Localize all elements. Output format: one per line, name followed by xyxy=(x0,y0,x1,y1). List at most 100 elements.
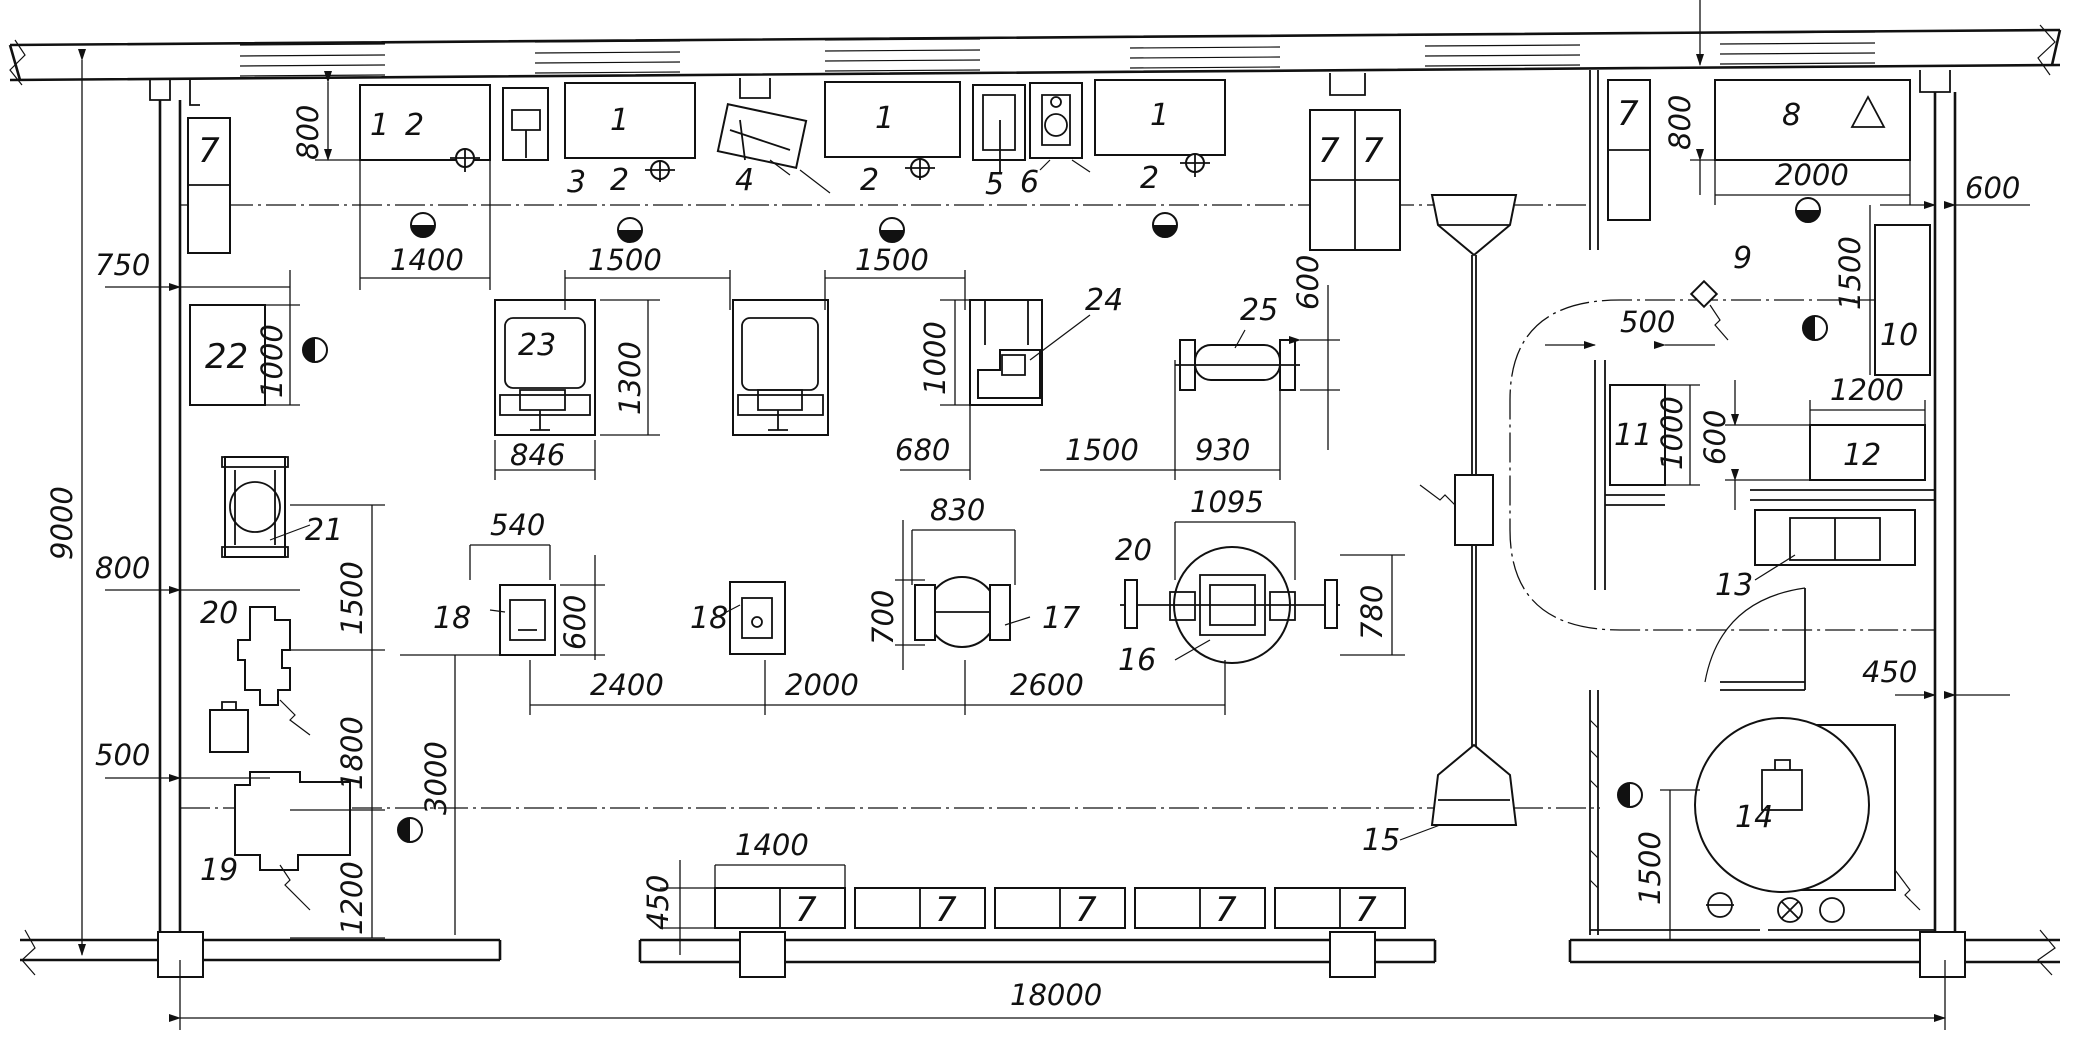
stand-18-a: 18 xyxy=(433,584,556,656)
equipment-label-19: 19 xyxy=(200,853,238,888)
device-13: 13 xyxy=(1715,509,1916,603)
dim-1500-21: 1500 xyxy=(335,561,369,635)
equipment-label-1: 1 xyxy=(1150,98,1169,133)
machine-24: 24 xyxy=(969,283,1123,406)
stand-17: 17 xyxy=(914,576,1080,648)
vice-2-c: 2 xyxy=(860,158,935,198)
press-19: 19 xyxy=(200,771,351,911)
dim-20: 20 xyxy=(1115,533,1152,567)
equipment-label-1: 1 xyxy=(875,101,894,136)
equipment-label-22: 22 xyxy=(205,337,248,377)
equipment-label-25: 25 xyxy=(1240,293,1278,328)
dim-500-right: 500 xyxy=(1620,305,1675,339)
equipment-label-1: 1 xyxy=(610,103,629,138)
equipment-label-7: 7 xyxy=(1318,131,1340,171)
dim-800-top: 800 xyxy=(291,105,325,160)
equipment-label-13: 13 xyxy=(1715,568,1753,603)
stand-21: 21 xyxy=(221,456,343,558)
dim-1000-22: 1000 xyxy=(255,324,289,398)
equipment-label-2: 2 xyxy=(405,108,424,143)
press-5: 5 xyxy=(972,84,1026,202)
dim-1500-10: 1500 xyxy=(1833,236,1867,310)
stand-16: 16 xyxy=(1118,546,1340,678)
dim-18000: 18000 xyxy=(1010,978,1102,1012)
dim-700: 700 xyxy=(866,590,900,645)
dim-1500-b: 1500 xyxy=(855,243,929,277)
dim-540: 540 xyxy=(490,508,545,542)
equipment-label-12: 12 xyxy=(1843,438,1881,473)
equipment-label-5: 5 xyxy=(985,167,1004,202)
equipment-label-9: 9 xyxy=(1733,241,1752,276)
equipment-label-7: 7 xyxy=(795,890,817,930)
dim-1800: 1800 xyxy=(335,716,369,790)
dim-2600: 2600 xyxy=(1010,668,1084,702)
vice-2-a: 2 xyxy=(405,108,480,172)
equipment-label-20: 20 xyxy=(200,596,238,631)
partition-walls xyxy=(1509,70,1935,935)
equipment-label-24: 24 xyxy=(1085,283,1123,318)
equipment-label-21: 21 xyxy=(305,513,343,548)
equipment-label-23: 23 xyxy=(518,328,556,363)
workbench-1-d: 1 xyxy=(1094,79,1226,156)
equipment-label-8: 8 xyxy=(1782,98,1801,133)
dim-1500-a: 1500 xyxy=(588,243,662,277)
equipment-label-2: 2 xyxy=(860,163,879,198)
machine-23-twin xyxy=(732,299,829,436)
equipment-label-4: 4 xyxy=(735,163,754,198)
machine-23: 23 xyxy=(494,299,596,436)
equipment-label-14: 14 xyxy=(1735,800,1773,835)
dim-780: 780 xyxy=(1355,585,1389,640)
equipment-label-3: 3 xyxy=(567,165,586,200)
equipment-label-7: 7 xyxy=(1075,890,1097,930)
rack-11: 11 xyxy=(1609,384,1666,486)
dim-1400-top: 1400 xyxy=(390,243,464,277)
dim-1200-right: 1200 xyxy=(1830,373,1904,407)
equipment-label-6: 6 xyxy=(1020,165,1039,200)
dim-600-18: 600 xyxy=(558,595,592,650)
dim-2000-mid: 2000 xyxy=(785,668,859,702)
cabinet-7-right: 7 xyxy=(1607,79,1651,221)
dim-846: 846 xyxy=(510,438,565,472)
dim-450-right: 450 xyxy=(1862,655,1917,689)
dim-2000-right: 2000 xyxy=(1775,158,1849,192)
hoist-15: 15 xyxy=(1362,194,1518,858)
dim-750: 750 xyxy=(95,248,150,282)
centre-lines xyxy=(180,204,1600,809)
cabinet-7-mid: 7 7 xyxy=(1309,109,1401,251)
machine-25: 25 xyxy=(1175,293,1300,391)
lamp-markers xyxy=(302,197,1828,843)
dim-930: 930 xyxy=(1195,433,1250,467)
dim-1200-left: 1200 xyxy=(335,861,369,935)
furnace-14: 14 xyxy=(1694,587,1921,923)
workbench-1-a: 1 xyxy=(359,84,491,161)
dim-2400: 2400 xyxy=(590,668,664,702)
drill-3: 3 xyxy=(502,87,586,200)
workbench-1-b: 1 xyxy=(564,82,696,159)
workbench-1-c: 1 xyxy=(824,81,961,158)
dim-1500-c: 1500 xyxy=(1065,433,1139,467)
dimension-labels: 9000 18000 800 1400 1500 1500 1300 846 1… xyxy=(45,95,2020,1012)
machine-20-left: 20 xyxy=(200,596,311,753)
equipment-label-7: 7 xyxy=(1215,890,1237,930)
dim-1095: 1095 xyxy=(1190,485,1264,519)
sharpener-6: 6 xyxy=(1020,82,1091,200)
dim-1400-bottom: 1400 xyxy=(735,828,809,862)
equipment-label-7: 7 xyxy=(1362,131,1384,171)
equipment-label-2: 2 xyxy=(610,163,629,198)
dim-800-left: 800 xyxy=(95,551,150,585)
dim-9000: 9000 xyxy=(45,486,79,560)
equipment-label-1: 1 xyxy=(370,108,389,143)
dim-450-bottom: 450 xyxy=(641,875,675,930)
equipment-label-2: 2 xyxy=(1140,161,1159,196)
bench-8: 8 xyxy=(1714,79,1911,161)
equipment-label-11: 11 xyxy=(1614,418,1652,453)
vice-2-b: 2 xyxy=(610,160,675,198)
equipment-label-7: 7 xyxy=(935,890,957,930)
building-walls xyxy=(8,24,2062,978)
equipment-label-18: 18 xyxy=(433,601,471,636)
dim-600-right: 600 xyxy=(1965,171,2020,205)
dim-1000-24: 1000 xyxy=(918,321,952,395)
rack-22: 22 xyxy=(189,304,266,406)
equipment-label-7: 7 xyxy=(1617,94,1639,134)
machine-4: 4 xyxy=(716,103,831,198)
